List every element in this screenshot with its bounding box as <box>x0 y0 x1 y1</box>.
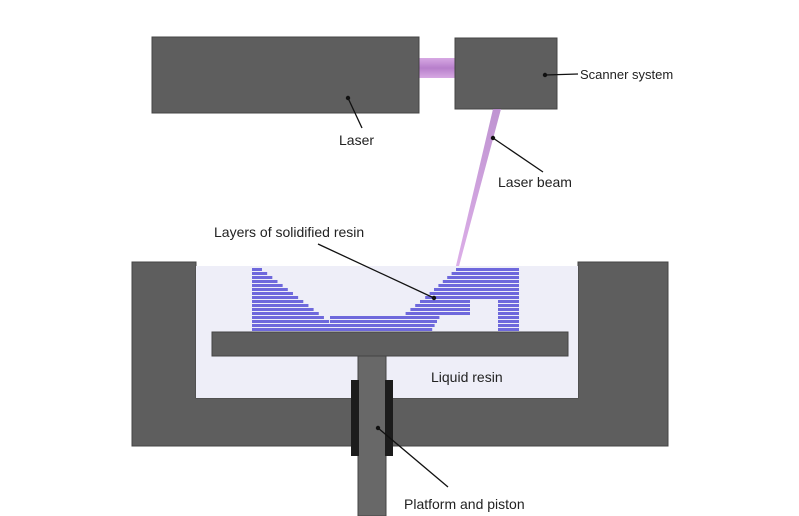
laser-beam <box>455 109 501 270</box>
resin-layer-strip <box>498 308 519 311</box>
leader-platform-piston <box>377 427 449 488</box>
scanner-system-box <box>454 37 558 110</box>
resin-layer-strip <box>252 296 299 299</box>
resin-layer-strip <box>498 300 519 303</box>
label-laser: Laser <box>339 132 374 148</box>
resin-layer-strip <box>415 304 470 307</box>
solidified-resin-layers <box>252 268 519 331</box>
resin-layer-strip <box>252 312 319 315</box>
leader-laser-beam <box>492 137 544 173</box>
label-layers: Layers of solidified resin <box>214 224 364 240</box>
resin-layer-strip <box>498 328 519 331</box>
resin-layer-strip <box>252 276 273 279</box>
resin-layer-strip <box>451 272 519 275</box>
resin-layer-strip <box>252 272 268 275</box>
laser-body <box>151 36 420 114</box>
resin-layer-strip <box>252 280 278 283</box>
resin-layer-strip <box>498 320 519 323</box>
piston-rod <box>357 355 387 516</box>
label-laser-beam: Laser beam <box>498 174 572 190</box>
resin-layer-strip <box>498 312 519 315</box>
build-platform <box>211 331 569 357</box>
resin-layer-strip <box>252 288 288 291</box>
resin-layer-strip <box>330 328 433 331</box>
label-liquid-resin: Liquid resin <box>431 369 503 385</box>
resin-layer-strip <box>434 288 519 291</box>
resin-layer-strip <box>252 284 283 287</box>
resin-layer-strip <box>498 324 519 327</box>
resin-layer-strip <box>410 308 470 311</box>
resin-layer-strip <box>429 292 519 295</box>
resin-layer-strip <box>425 296 519 299</box>
resin-layer-strip <box>420 300 470 303</box>
resin-layer-strip <box>252 292 293 295</box>
leader-scanner <box>544 73 579 76</box>
label-scanner-system: Scanner system <box>580 67 673 82</box>
resin-layer-strip <box>330 324 435 327</box>
resin-layer-strip <box>252 320 330 323</box>
leader-layers <box>317 243 435 299</box>
resin-layer-strip <box>405 312 470 315</box>
resin-layer-strip <box>252 308 314 311</box>
piston-seal-right <box>385 380 393 456</box>
resin-layer-strip <box>252 316 324 319</box>
resin-layer-strip <box>252 300 304 303</box>
label-platform-piston: Platform and piston <box>404 496 525 512</box>
resin-layer-strip <box>456 268 519 271</box>
resin-layer-strip <box>498 304 519 307</box>
resin-layer-strip <box>498 316 519 319</box>
resin-layer-strip <box>252 304 309 307</box>
resin-layer-strip <box>252 268 262 271</box>
resin-layer-strip <box>252 328 338 331</box>
resin-layer-strip <box>330 316 440 319</box>
resin-layer-strip <box>330 320 437 323</box>
resin-layer-strip <box>442 280 519 283</box>
resin-layer-strip <box>447 276 519 279</box>
resin-layer-strip <box>438 284 519 287</box>
leader-laser <box>347 97 363 129</box>
resin-layer-strip <box>252 324 335 327</box>
piston-seal-left <box>351 380 359 456</box>
laser-to-scanner-beam <box>418 58 456 78</box>
